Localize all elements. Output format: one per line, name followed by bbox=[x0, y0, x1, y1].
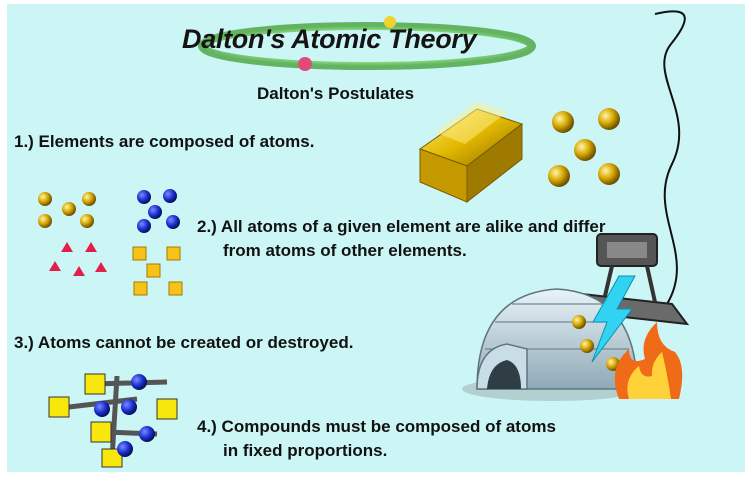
wire-icon bbox=[654, 10, 686, 305]
postulate-1: 1.) Elements are composed of atoms. bbox=[14, 132, 315, 151]
postulate-2-line-2: from atoms of other elements. bbox=[223, 241, 467, 260]
molecule-icon bbox=[48, 373, 178, 468]
postulate-2-line-1: 2.) All atoms of a given element are ali… bbox=[197, 217, 606, 236]
postulate-4-line-1: 4.) Compounds must be composed of atoms bbox=[197, 417, 556, 436]
gold-atom-cluster-icon bbox=[38, 192, 96, 228]
postulate-4-line-2: in fixed proportions. bbox=[223, 441, 388, 460]
gold-bars-icon bbox=[418, 102, 524, 204]
slide: Dalton's Atomic Theory Dalton's Postulat… bbox=[7, 4, 745, 472]
slide-illustrations bbox=[38, 10, 690, 468]
slide-subtitle: Dalton's Postulates bbox=[257, 84, 415, 103]
slide-title: Dalton's Atomic Theory bbox=[182, 24, 477, 54]
gold-atoms-icon bbox=[548, 108, 620, 187]
lightning-icon bbox=[591, 275, 636, 363]
title-oval bbox=[198, 16, 536, 71]
electrode-icon bbox=[579, 233, 690, 326]
red-atom-cluster-icon bbox=[49, 242, 107, 276]
yellow-atom-cluster-icon bbox=[132, 246, 183, 296]
postulate-3: 3.) Atoms cannot be created or destroyed… bbox=[14, 333, 354, 352]
fire-icon bbox=[614, 322, 683, 399]
blue-atom-cluster-icon bbox=[137, 189, 180, 233]
